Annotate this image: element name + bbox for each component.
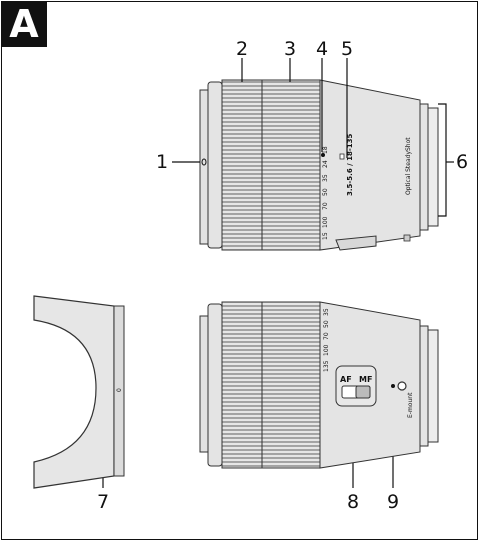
callout-7: 7 bbox=[97, 491, 109, 513]
focal-mark-50-side: 50 bbox=[323, 320, 330, 328]
focal-mark-18: 18 bbox=[322, 146, 329, 154]
steadyshot-text: Optical SteadyShot bbox=[405, 137, 412, 195]
focal-mark-24: 24 bbox=[322, 160, 329, 168]
callout-1: 1 bbox=[156, 151, 168, 173]
af-label: AF bbox=[340, 375, 352, 384]
callout-8: 8 bbox=[347, 491, 359, 513]
focal-mark-135: 135 bbox=[323, 360, 330, 372]
focus-ring-top bbox=[221, 79, 263, 251]
callout-6: 6 bbox=[456, 151, 468, 173]
lens-hood: 0 bbox=[33, 295, 125, 489]
focus-ring-side bbox=[221, 301, 263, 469]
focus-mode-switch[interactable] bbox=[355, 385, 371, 399]
focal-mark-100: 100 bbox=[322, 216, 329, 228]
zoom-ring-top bbox=[261, 79, 321, 251]
focal-mark-100-side: 100 bbox=[323, 344, 330, 356]
focal-mark-70-side: 70 bbox=[323, 332, 330, 340]
callout-2: 2 bbox=[236, 38, 248, 60]
hood-index-mark: 0 bbox=[116, 388, 123, 392]
focal-mark-35: 35 bbox=[322, 174, 329, 182]
mf-label: MF bbox=[359, 375, 372, 384]
focal-mark-35-side: 35 bbox=[323, 308, 330, 316]
focal-mark-50: 50 bbox=[322, 188, 329, 196]
callout-5: 5 bbox=[341, 38, 353, 60]
callout-3: 3 bbox=[284, 38, 296, 60]
lens-spec-text: 3.5-5.6 / 18-135 bbox=[346, 133, 354, 196]
focal-mark-70: 70 bbox=[322, 202, 329, 210]
focal-mark-15: 15 bbox=[322, 232, 329, 240]
lens-top-view: 15 100 70 50 35 24 18 3.5-5.6 / 18-135 O… bbox=[199, 79, 439, 251]
panel-label-badge: A bbox=[1, 1, 47, 47]
lens-side-view: 135 100 70 50 35 AF MF E-mount bbox=[199, 301, 439, 469]
callout-9: 9 bbox=[387, 491, 399, 513]
e-mount-text: E-mount bbox=[407, 392, 414, 418]
zoom-ring-side bbox=[261, 301, 321, 469]
callout-4: 4 bbox=[316, 38, 328, 60]
